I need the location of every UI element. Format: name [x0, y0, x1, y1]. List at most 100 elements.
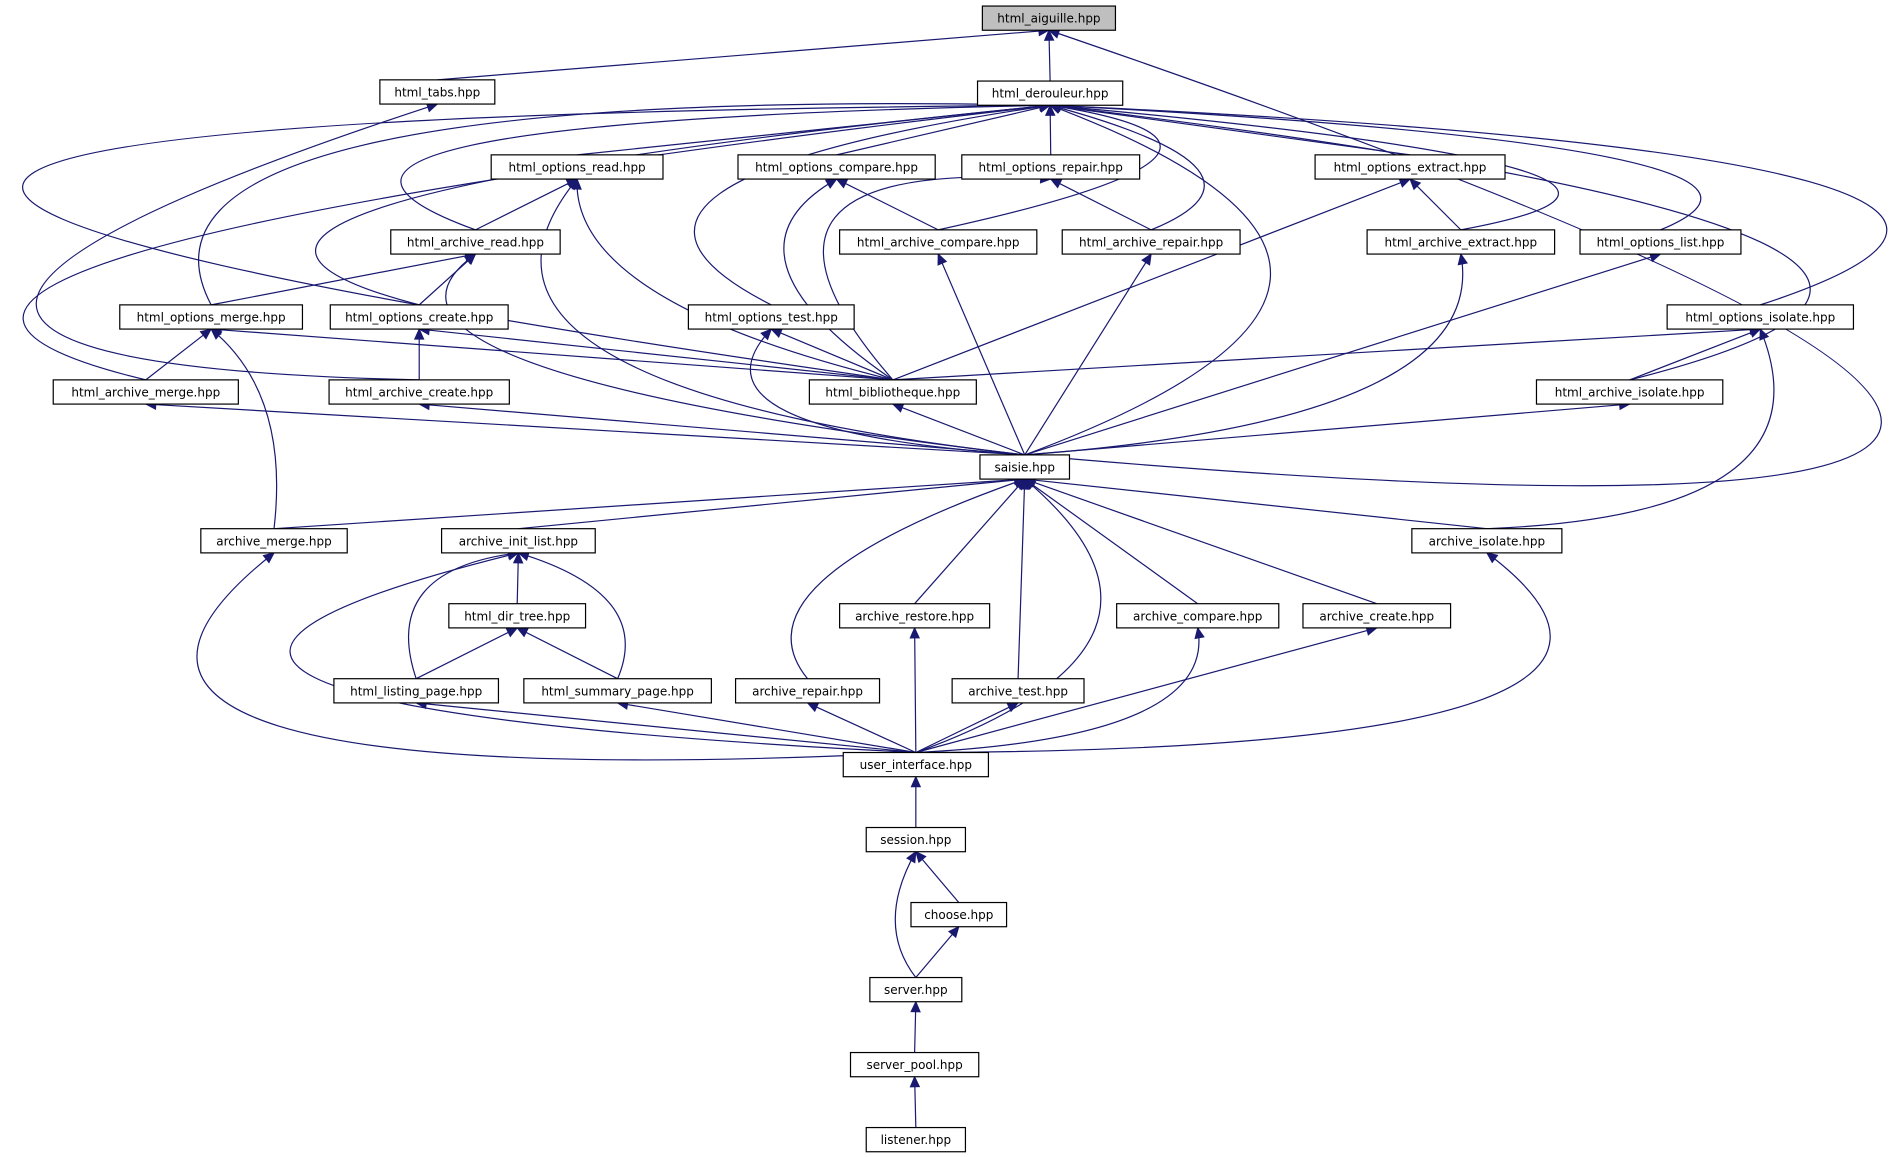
arrow-head	[413, 327, 425, 340]
arrow-head	[770, 328, 783, 338]
arrow-head	[910, 775, 922, 788]
node-arc-merge[interactable]: html_archive_merge.hpp	[52, 379, 239, 405]
node-arc-create[interactable]: html_archive_create.hpp	[328, 379, 510, 405]
dependency-edge	[518, 552, 626, 679]
node-box[interactable]	[981, 5, 1117, 31]
node-biblio[interactable]: html_bibliotheque.hpp	[808, 379, 977, 405]
node-box[interactable]	[523, 678, 712, 704]
node-pool[interactable]: server_pool.hpp	[849, 1051, 980, 1078]
dependency-edge	[914, 478, 1026, 605]
node-box[interactable]	[1411, 528, 1563, 554]
dependency-edge	[1050, 104, 1888, 306]
node-box[interactable]	[490, 154, 664, 180]
node-opt-compare[interactable]: html_options_compare.hpp	[737, 154, 936, 180]
node-archive-create[interactable]: archive_create.hpp	[1302, 603, 1452, 629]
node-box[interactable]	[448, 603, 587, 629]
node-arc-isolate[interactable]: html_archive_isolate.hpp	[1535, 379, 1724, 405]
node-box[interactable]	[333, 678, 500, 704]
node-arc-extract[interactable]: html_archive_extract.hpp	[1366, 229, 1556, 255]
dependency-edge	[415, 627, 518, 680]
node-arc-read[interactable]: html_archive_read.hpp	[390, 229, 561, 255]
node-label: server.hpp	[884, 983, 948, 997]
node-label: user_interface.hpp	[860, 758, 972, 772]
node-box[interactable]	[1302, 603, 1452, 629]
node-box[interactable]	[951, 678, 1085, 704]
node-box[interactable]	[119, 304, 304, 330]
node-aiguille[interactable]: html_aiguille.hpp	[981, 5, 1117, 31]
node-archive-merge[interactable]: archive_merge.hpp	[200, 528, 348, 554]
node-box[interactable]	[737, 154, 936, 180]
node-opt-test[interactable]: html_options_test.hpp	[687, 304, 855, 330]
node-label: html_bibliotheque.hpp	[825, 385, 960, 399]
node-box[interactable]	[1061, 229, 1241, 255]
node-listener[interactable]: listener.hpp	[865, 1126, 967, 1153]
node-opt-merge[interactable]: html_options_merge.hpp	[119, 304, 304, 330]
node-box[interactable]	[687, 304, 855, 330]
dependency-edge	[1024, 29, 1882, 487]
node-box[interactable]	[839, 603, 991, 629]
node-derouleur[interactable]: html_derouleur.hpp	[976, 80, 1124, 106]
node-opt-repair[interactable]: html_options_repair.hpp	[961, 154, 1141, 180]
node-dir-tree[interactable]: html_dir_tree.hpp	[448, 603, 587, 629]
node-archive-isolate[interactable]: archive_isolate.hpp	[1411, 528, 1563, 554]
node-label: archive_repair.hpp	[752, 684, 863, 698]
node-saisie[interactable]: saisie.hpp	[979, 454, 1071, 480]
node-opt-read[interactable]: html_options_read.hpp	[490, 154, 664, 180]
dependency-edge	[1024, 253, 1152, 456]
node-listing[interactable]: html_listing_page.hpp	[333, 678, 500, 704]
node-archive-compare[interactable]: archive_compare.hpp	[1116, 603, 1280, 629]
node-arc-repair[interactable]: html_archive_repair.hpp	[1061, 229, 1241, 255]
node-box[interactable]	[200, 528, 348, 554]
arrow-head	[1485, 552, 1499, 564]
node-init-list[interactable]: archive_init_list.hpp	[440, 528, 596, 554]
node-ui[interactable]: user_interface.hpp	[842, 751, 990, 778]
dependency-edge	[1024, 478, 1199, 605]
node-box[interactable]	[52, 379, 239, 405]
dependency-edge	[915, 702, 1019, 754]
node-opt-list[interactable]: html_options_list.hpp	[1579, 229, 1742, 255]
node-box[interactable]	[1314, 154, 1506, 180]
node-box[interactable]	[808, 379, 977, 405]
node-box[interactable]	[849, 1051, 980, 1078]
node-box[interactable]	[328, 379, 510, 405]
node-archive-repair[interactable]: archive_repair.hpp	[734, 678, 881, 704]
node-box[interactable]	[734, 678, 881, 704]
node-box[interactable]	[979, 454, 1071, 480]
node-box[interactable]	[440, 528, 596, 554]
node-archive-test[interactable]: archive_test.hpp	[951, 678, 1085, 704]
dependency-edge	[1017, 479, 1026, 679]
node-box[interactable]	[839, 229, 1038, 255]
node-box[interactable]	[1535, 379, 1724, 405]
arrow-head	[806, 702, 820, 713]
node-server[interactable]: server.hpp	[869, 976, 963, 1003]
node-box[interactable]	[961, 154, 1141, 180]
node-box[interactable]	[329, 304, 509, 330]
node-choose[interactable]: choose.hpp	[910, 901, 1008, 928]
dependency-edge	[210, 328, 278, 529]
node-summary[interactable]: html_summary_page.hpp	[523, 678, 712, 704]
node-label: html_listing_page.hpp	[350, 684, 482, 698]
node-box[interactable]	[1579, 229, 1742, 255]
node-box[interactable]	[1116, 603, 1280, 629]
node-box[interactable]	[379, 79, 496, 105]
node-arc-compare[interactable]: html_archive_compare.hpp	[839, 229, 1038, 255]
node-box[interactable]	[865, 1126, 967, 1153]
node-box[interactable]	[910, 901, 1008, 928]
node-archive-restore[interactable]: archive_restore.hpp	[839, 603, 991, 629]
node-box[interactable]	[842, 751, 990, 778]
dependency-edge	[1024, 104, 1271, 456]
node-opt-extract[interactable]: html_options_extract.hpp	[1314, 154, 1506, 180]
node-label: archive_create.hpp	[1319, 609, 1434, 623]
node-tabs[interactable]: html_tabs.hpp	[379, 79, 496, 105]
node-box[interactable]	[1666, 304, 1855, 330]
node-box[interactable]	[1366, 229, 1556, 255]
node-box[interactable]	[390, 229, 561, 255]
node-opt-isolate[interactable]: html_options_isolate.hpp	[1666, 304, 1855, 330]
node-opt-create[interactable]: html_options_create.hpp	[329, 304, 509, 330]
node-box[interactable]	[865, 826, 967, 853]
node-label: html_archive_create.hpp	[345, 385, 493, 399]
node-box[interactable]	[869, 976, 963, 1003]
arrow-head	[910, 1000, 921, 1013]
node-session[interactable]: session.hpp	[865, 826, 967, 853]
node-box[interactable]	[976, 80, 1124, 106]
